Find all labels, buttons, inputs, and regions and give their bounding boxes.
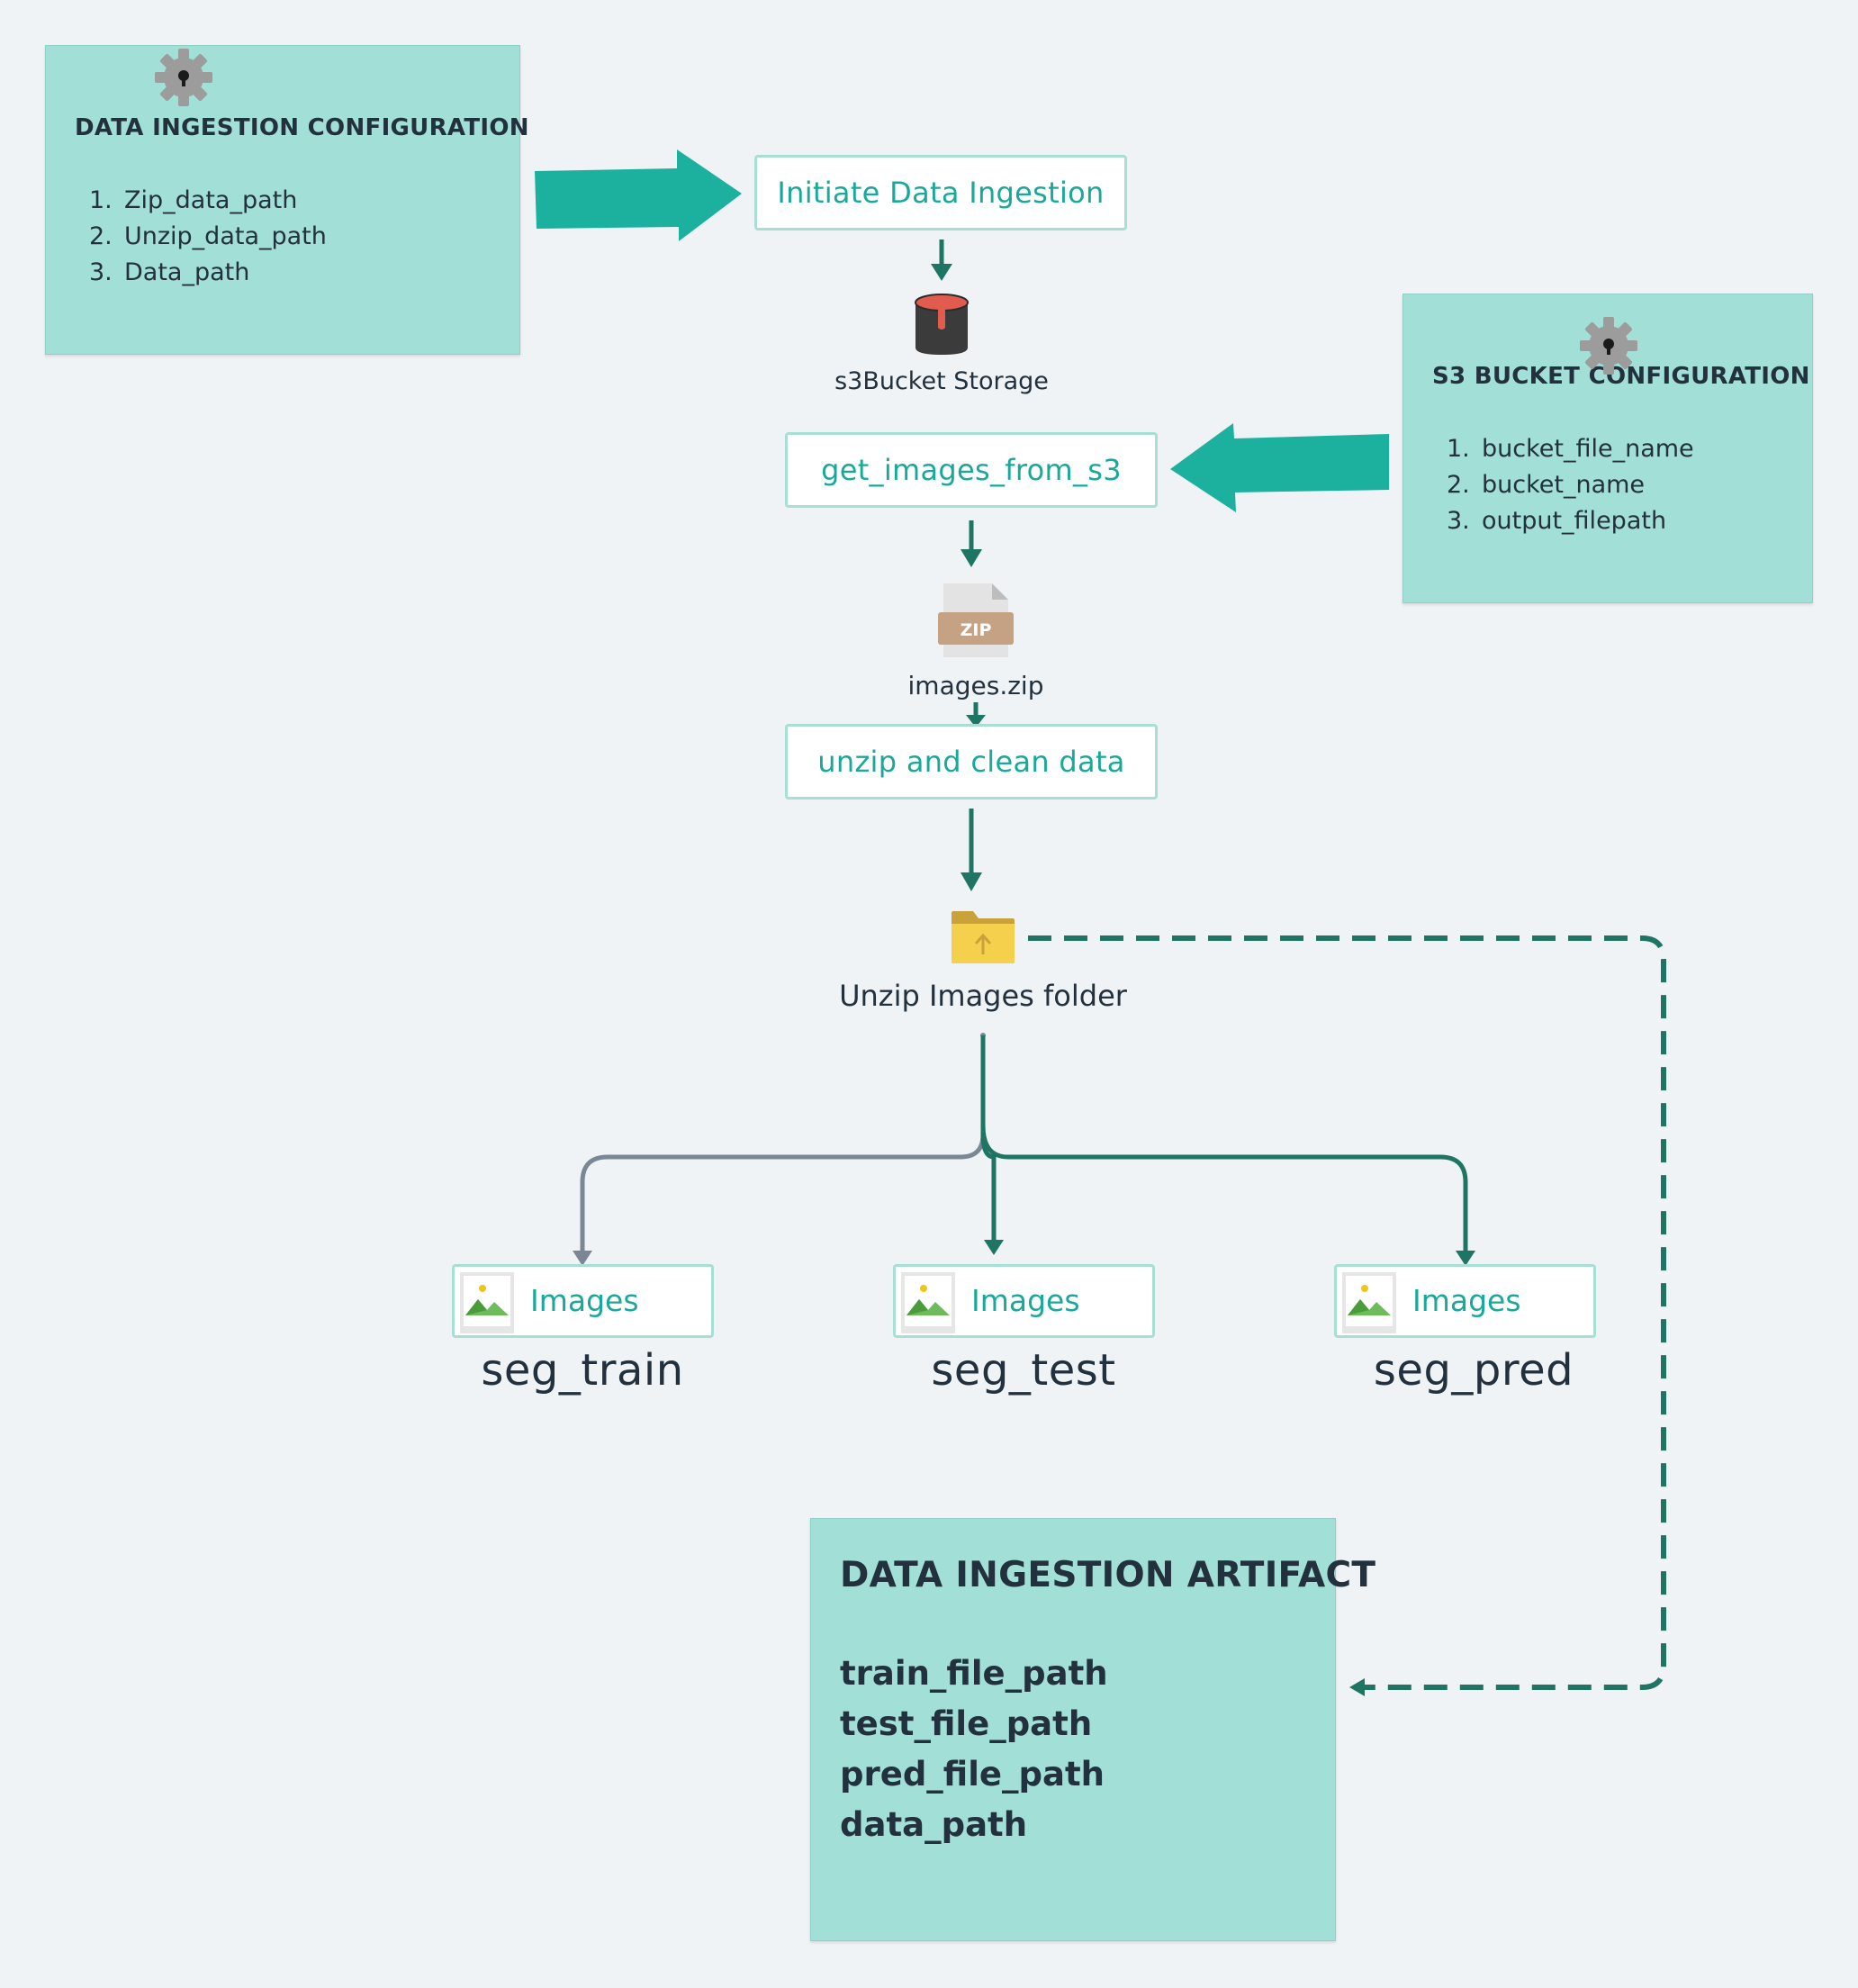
config-item: 3. output_filepath	[1447, 503, 1694, 539]
gear-icon	[155, 49, 212, 106]
config-item: 1. bucket_file_name	[1447, 431, 1694, 467]
folder-to-artifact-dashed-connector	[1028, 935, 1666, 1696]
folder-to-seg-train-connector	[573, 1033, 986, 1266]
config-item-label: output_filepath	[1482, 507, 1667, 535]
artifact-list: train_file_path test_file_path pred_file…	[840, 1649, 1108, 1850]
artifact-item: test_file_path	[840, 1704, 1093, 1743]
images-zip-label: images.zip	[907, 671, 1044, 700]
image-icon	[901, 1272, 955, 1333]
list-number: 2.	[1447, 471, 1470, 499]
seg-test-label: seg_test	[931, 1345, 1116, 1396]
seg-train-images-box[interactable]: Images	[452, 1264, 714, 1338]
artifact-title: DATA INGESTION ARTIFACT	[840, 1555, 1376, 1595]
unzip-and-clean-data-step[interactable]: unzip and clean data	[785, 724, 1158, 800]
images-label: Images	[1412, 1283, 1521, 1318]
s3-bucket-storage-label: s3Bucket Storage	[834, 367, 1049, 395]
images-label: Images	[530, 1283, 639, 1318]
seg-test-images-box[interactable]: Images	[893, 1264, 1155, 1338]
getimages-to-zip-arrow	[961, 520, 982, 567]
config-item-label: Data_path	[124, 258, 250, 286]
zip-badge-text: ZIP	[961, 620, 992, 640]
image-icon	[460, 1272, 514, 1333]
seg-train-label: seg_train	[481, 1345, 684, 1396]
config-item: 1. Zip_data_path	[89, 183, 327, 219]
folder-to-seg-pred-connector	[980, 1125, 1475, 1266]
config-item-label: Unzip_data_path	[124, 222, 327, 250]
bucket-icon	[915, 294, 969, 355]
config-item-label: bucket_file_name	[1482, 435, 1694, 463]
list-number: 1.	[89, 186, 113, 214]
initiate-to-bucket-arrow	[931, 239, 952, 281]
folder-upload-icon	[952, 911, 1015, 963]
s3-bucket-config-list: 1. bucket_file_name 2. bucket_name 3. outpu…	[1447, 431, 1694, 539]
s3config-to-getimages-arrow	[1170, 423, 1389, 512]
list-number: 3.	[89, 258, 113, 286]
s3-bucket-config-title: S3 BUCKET CONFIGURATION	[1432, 363, 1810, 390]
gear-icon	[1580, 317, 1637, 375]
artifact-item: pred_file_path	[840, 1755, 1105, 1794]
list-number: 2.	[89, 222, 113, 250]
image-icon	[1342, 1272, 1396, 1333]
data-ingestion-config-title: DATA INGESTION CONFIGURATION	[75, 114, 529, 141]
unzip-images-folder-label: Unzip Images folder	[839, 979, 1127, 1013]
images-label: Images	[971, 1283, 1080, 1318]
data-ingestion-artifact-note: DATA INGESTION ARTIFACT train_file_path …	[810, 1518, 1375, 1941]
config-item: 2. Unzip_data_path	[89, 219, 327, 255]
seg-pred-label: seg_pred	[1373, 1345, 1574, 1396]
config-item: 2. bucket_name	[1447, 467, 1694, 503]
zip-file-icon: ZIP	[938, 583, 1014, 657]
list-number: 1.	[1447, 435, 1470, 463]
unzip-to-folder-arrow	[961, 809, 982, 891]
zip-to-unzip-arrow	[966, 702, 986, 727]
seg-pred-images-box[interactable]: Images	[1334, 1264, 1596, 1338]
artifact-item: data_path	[840, 1805, 1028, 1844]
config-item: 3. Data_path	[89, 255, 327, 291]
config-to-initiate-arrow	[535, 149, 742, 241]
initiate-data-ingestion-step[interactable]: Initiate Data Ingestion	[754, 155, 1127, 230]
config-item-label: Zip_data_path	[124, 186, 298, 214]
data-ingestion-config-list: 1. Zip_data_path 2. Unzip_data_path 3. Data…	[89, 183, 327, 291]
get-images-from-s3-step[interactable]: get_images_from_s3	[785, 432, 1158, 508]
data-ingestion-config-note: DATA INGESTION CONFIGURATION 1. Zip_data_…	[45, 45, 528, 355]
artifact-item: train_file_path	[840, 1654, 1108, 1693]
list-number: 3.	[1447, 507, 1470, 535]
config-item-label: bucket_name	[1482, 471, 1646, 499]
